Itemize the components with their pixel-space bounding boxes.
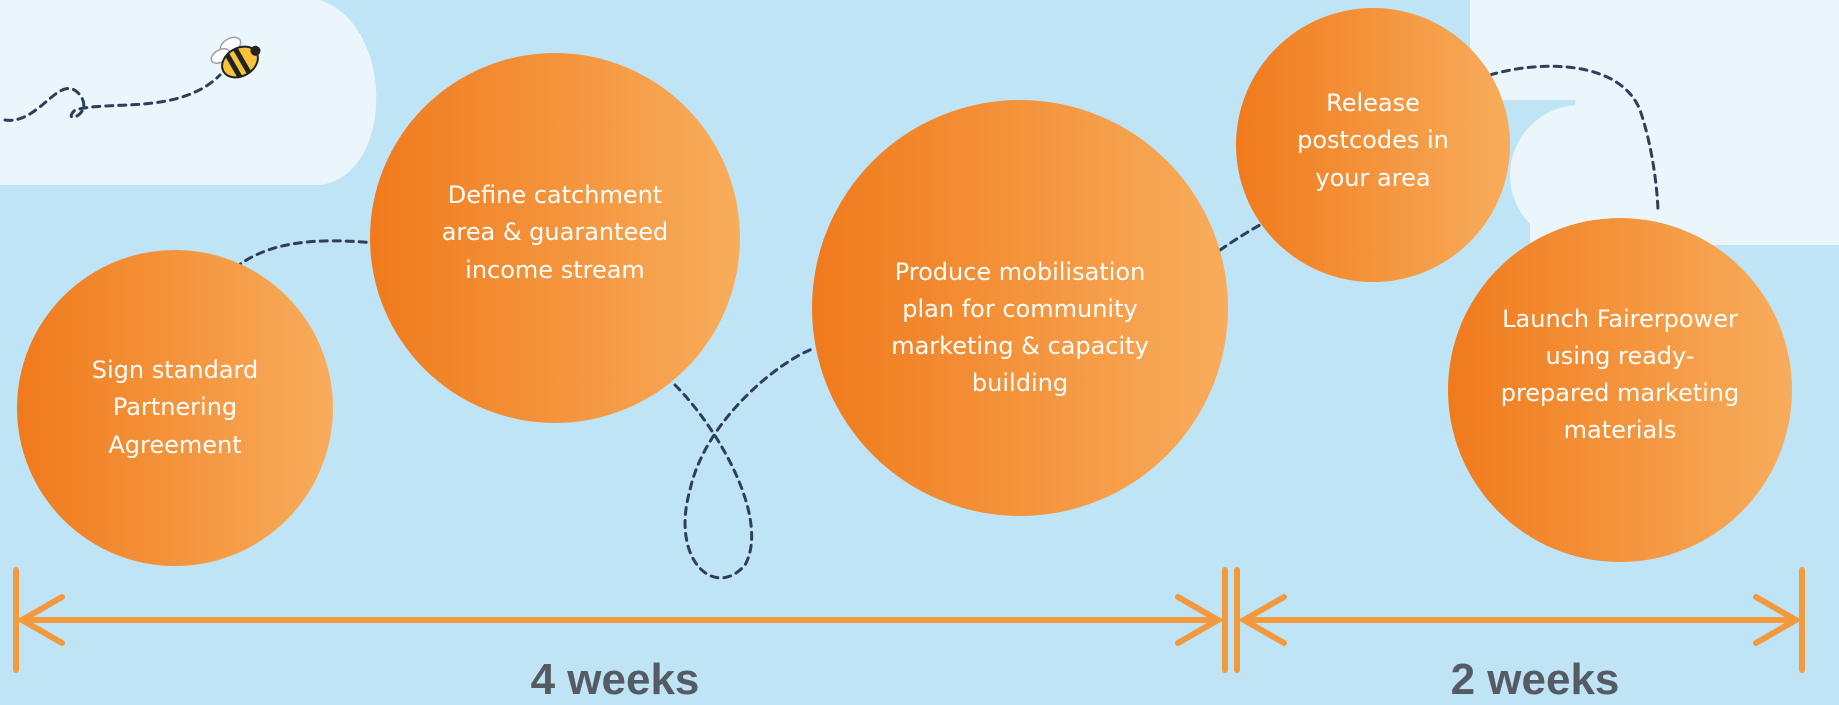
- timeline-arrow-2-weeks: [1234, 567, 1805, 673]
- step-circle-sign: [17, 250, 333, 566]
- duration-4-weeks: 4 weeks: [530, 655, 700, 704]
- connector-1-2: [233, 239, 377, 270]
- step-label-launch: Launch Fairerpower using ready- prepared…: [1500, 304, 1740, 445]
- timeline-arrow-4-weeks: [13, 567, 1228, 673]
- step-circle-launch: [1448, 218, 1792, 562]
- step-circle-release: [1236, 8, 1510, 282]
- connector-3-4: [1218, 222, 1264, 252]
- duration-2-weeks: 2 weeks: [1450, 655, 1620, 704]
- connector-2-3: [673, 346, 817, 580]
- step-circle-produce: [812, 100, 1228, 516]
- cloud-top-right: [1470, 0, 1839, 245]
- bee-icon: [210, 36, 261, 79]
- cloud-top-left: [0, 0, 377, 185]
- step-label-produce: Produce mobilisation plan for community …: [891, 257, 1149, 398]
- connector-4-5: [1488, 64, 1660, 212]
- step-circle-define: [370, 53, 740, 423]
- step-label-define: Define catchment area & guaranteed incom…: [441, 181, 669, 284]
- step-label-release: Release postcodes in your area: [1297, 89, 1449, 192]
- bee-trail: [3, 73, 222, 122]
- step-label-sign: Sign standard Partnering Agreement: [91, 356, 259, 459]
